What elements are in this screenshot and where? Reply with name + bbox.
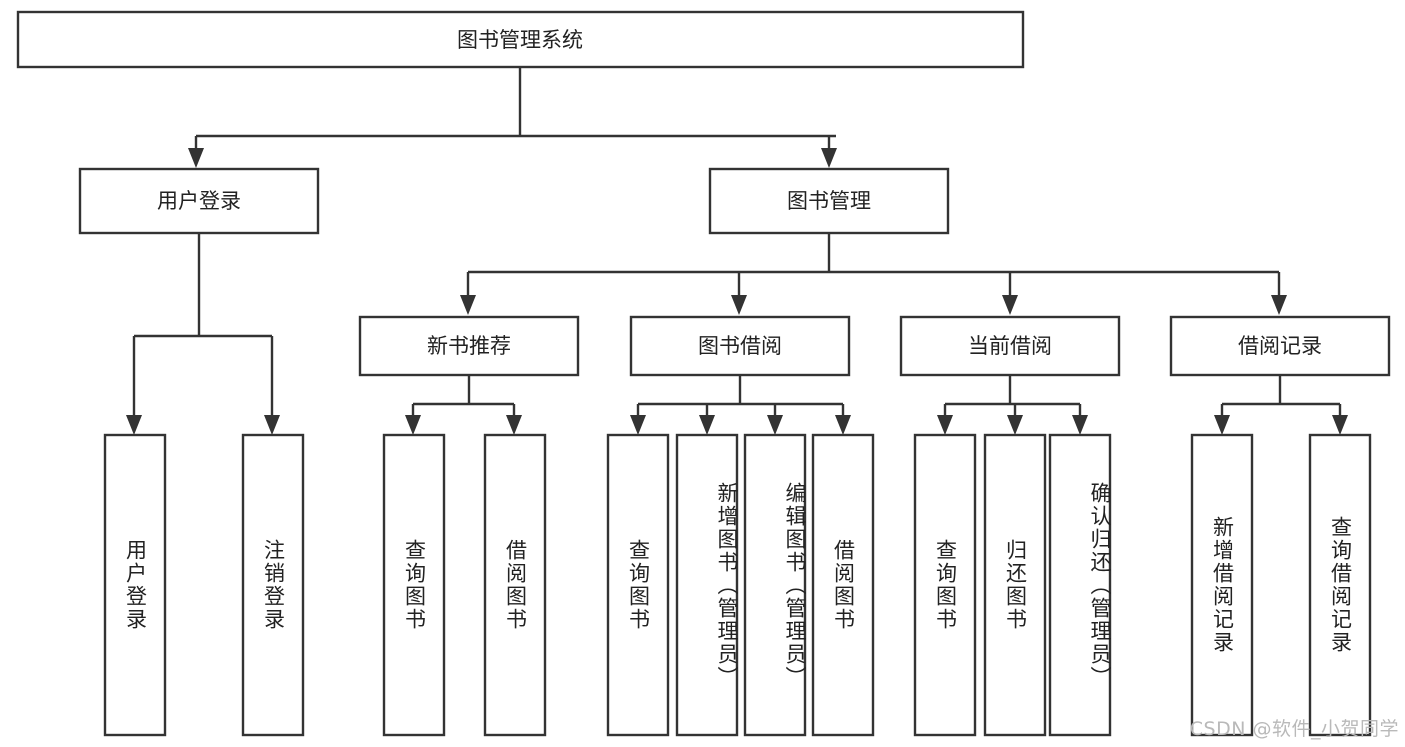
node-root-label: 图书管理系统 [457,28,583,52]
connector-book-borrow-to-leaves [630,375,851,435]
node-current-borrow[interactable]: 当前借阅 [899,315,1121,377]
arrow-head-icon [1002,295,1018,315]
node-book-management-label: 图书管理 [787,189,871,213]
node-root[interactable]: 图书管理系统 [16,10,1025,69]
leaf-box-edit-book[interactable] [743,433,807,737]
leaf-box-add-record[interactable] [1190,433,1254,737]
node-book-borrow[interactable]: 图书借阅 [629,315,851,377]
arrow-head-icon [821,148,837,168]
node-new-book-recommend-label: 新书推荐 [427,334,511,358]
node-new-book-recommend-box[interactable] [358,315,580,377]
leaf-box-query-book-2[interactable] [606,433,670,737]
node-borrow-record[interactable]: 借阅记录 [1169,315,1391,377]
arrow-head-icon [699,415,715,435]
node-current-borrow-box[interactable] [899,315,1121,377]
node-borrow-record-label: 借阅记录 [1238,334,1322,358]
node-user-login[interactable]: 用户登录 [78,167,320,235]
connector-user-login-to-leaves [126,233,280,435]
leaf-box-logout[interactable] [241,433,305,737]
leaf-box-query-record[interactable] [1308,433,1372,737]
node-current-borrow-label: 当前借阅 [968,334,1052,358]
leaf-box-user-login[interactable] [103,433,167,737]
leaf-box-confirm-return[interactable] [1048,433,1112,737]
csdn-watermark: CSDN @软件_小贺同学 [1189,718,1399,740]
connector-current-borrow-to-leaves [937,375,1088,435]
arrow-head-icon [264,415,280,435]
connector-root-to-level1 [188,67,837,168]
leaf-box-query-book-3[interactable] [913,433,977,737]
leaf-box-query-book-1[interactable] [382,433,446,737]
node-new-book-recommend[interactable]: 新书推荐 [358,315,580,377]
leaf-box-borrow-book-2[interactable] [811,433,875,737]
connector-book-management-to-level2 [460,233,1287,315]
node-user-login-label: 用户登录 [157,189,241,213]
arrow-head-icon [506,415,522,435]
arrow-head-icon [460,295,476,315]
arrow-head-icon [767,415,783,435]
node-user-login-box[interactable] [78,167,320,235]
arrow-head-icon [1214,415,1230,435]
arrow-head-icon [188,148,204,168]
connector-new-book-recommend-to-leaves [405,375,522,435]
arrow-head-icon [1072,415,1088,435]
arrow-head-icon [126,415,142,435]
connector-borrow-record-to-leaves [1214,375,1348,435]
arrow-head-icon [1271,295,1287,315]
node-book-management[interactable]: 图书管理 [708,167,950,235]
arrow-head-icon [835,415,851,435]
arrow-head-icon [731,295,747,315]
node-book-borrow-label: 图书借阅 [698,334,782,358]
arrow-head-icon [937,415,953,435]
leaf-box-add-book[interactable] [675,433,739,737]
arrow-head-icon [1332,415,1348,435]
arrow-head-icon [405,415,421,435]
leaf-box-borrow-book-1[interactable] [483,433,547,737]
leaf-box-return-book[interactable] [983,433,1047,737]
node-root-box[interactable] [16,10,1025,69]
arrow-head-icon [630,415,646,435]
arrow-head-icon [1007,415,1023,435]
